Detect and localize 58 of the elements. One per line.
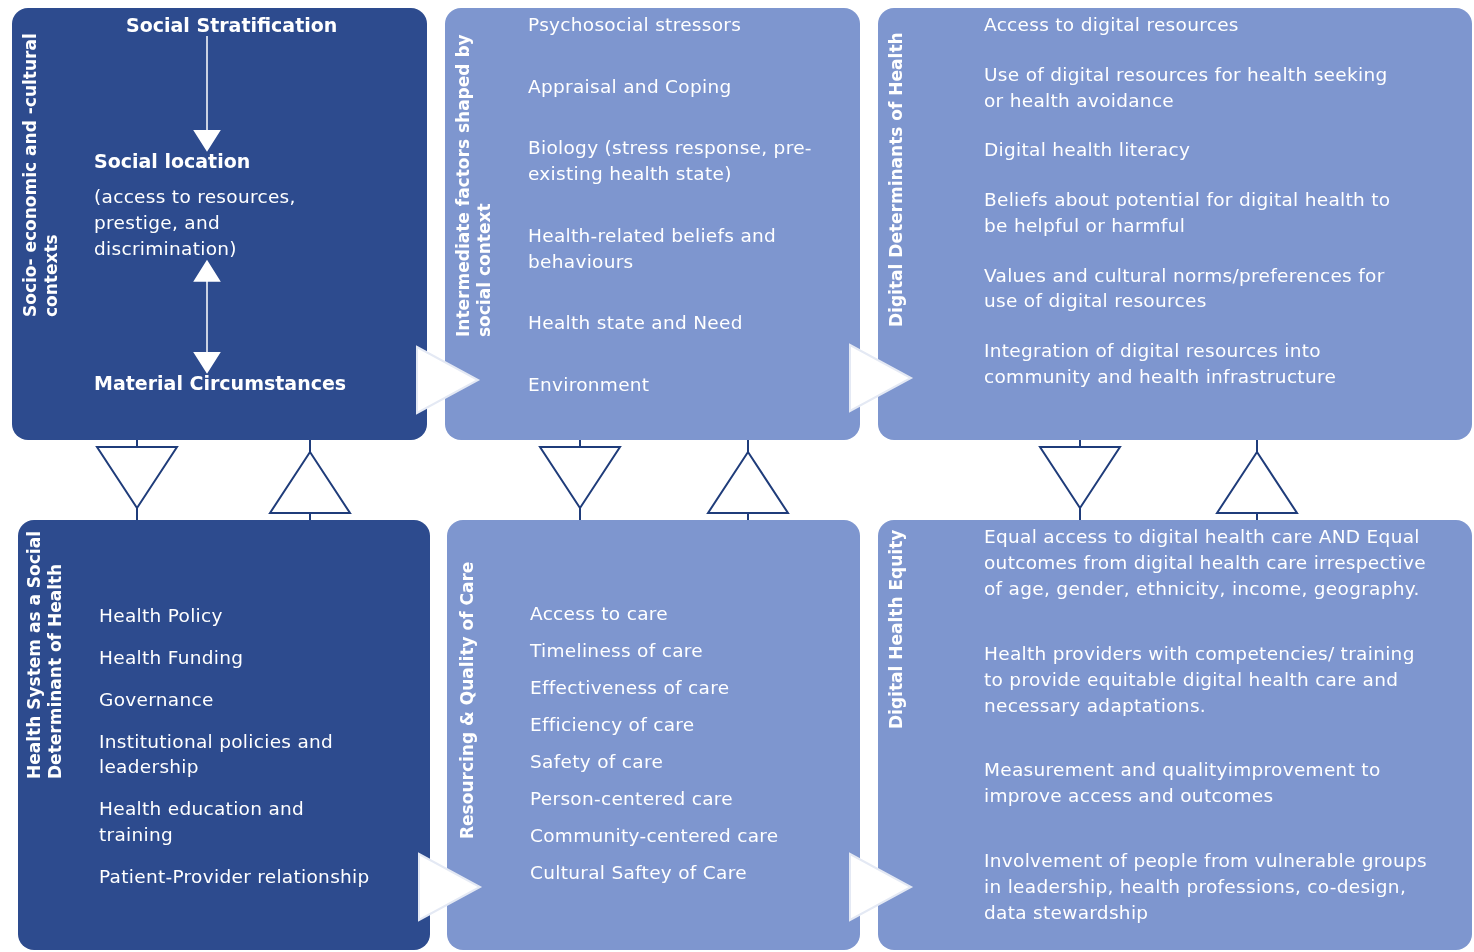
vertical-heading: Digital Determinants of Health xyxy=(886,31,907,327)
list-item: Health state and Need xyxy=(528,311,744,336)
list-item: Patient-Provider relationship xyxy=(99,865,371,890)
arrow xyxy=(849,344,912,412)
heading-text: Material Circumstances xyxy=(94,372,347,394)
list-item: Beliefs about potential for digital health to be helpful or harmful xyxy=(984,188,1392,238)
arrow xyxy=(418,853,481,921)
list-item: Measurement and qualityimprovement to improve access and outcomes xyxy=(984,758,1382,809)
panel-card xyxy=(878,520,1472,950)
panel-card xyxy=(445,8,860,440)
heading-text: Social Stratification xyxy=(126,14,338,36)
list-item: Person-centered care xyxy=(530,787,735,812)
heading-text: Social location xyxy=(94,150,252,172)
list-item: Health Funding xyxy=(99,645,245,670)
list-item: Health-related beliefs and behaviours xyxy=(528,223,778,274)
arrow xyxy=(849,853,912,921)
list-item: Integration of digital resources into community and health infrastructure xyxy=(984,339,1338,390)
list-item: Health providers with competencies/ training to provide equitable digital health care and necessary adaptations. xyxy=(984,641,1416,718)
vertical-heading: Resourcing & Quality of Care xyxy=(457,560,478,839)
list-item: Psychosocial stressors xyxy=(528,13,743,37)
vertical-heading: Health System as a Social Determinant of Health xyxy=(24,530,67,779)
list-item: Health education and training xyxy=(99,797,306,848)
list-item: Efficiency of care xyxy=(530,713,696,738)
list-item: Cultural Saftey of Care xyxy=(530,861,748,886)
list-item: Safety of care xyxy=(530,750,665,775)
arrow xyxy=(269,439,351,521)
vertical-heading: Socio- economic and -cultural contexts xyxy=(20,32,63,317)
arrow xyxy=(96,439,178,521)
vertical-heading: Intermediate factors shaped by social context xyxy=(453,33,496,337)
list-item: Access to care xyxy=(530,602,669,626)
list-item: Involvement of people from vulnerable groups in leadership, health professions, co-design, data stewardship xyxy=(984,849,1428,926)
list-item: Community-centered care xyxy=(530,824,780,849)
list-item: Timeliness of care xyxy=(530,639,705,663)
list-item: Governance xyxy=(99,687,215,712)
list-item: Health Policy xyxy=(99,604,224,628)
list-item: Biology (stress response, pre-existing health state) xyxy=(528,136,813,187)
list-item: Access to digital resources xyxy=(984,13,1240,37)
arrow xyxy=(194,260,220,373)
list-item: Use of digital resources for health seeking or health avoidance xyxy=(984,62,1389,113)
list-item: Effectiveness of care xyxy=(530,676,731,701)
panel-card xyxy=(12,8,427,440)
list-item: Appraisal and Coping xyxy=(528,74,733,99)
body-text: (access to resources, prestige, and discrimination) xyxy=(94,185,297,261)
arrow xyxy=(194,35,220,151)
list-item: Digital health literacy xyxy=(984,138,1192,163)
panel-card xyxy=(18,520,430,950)
list-item: Institutional policies and leadership xyxy=(99,729,335,780)
vertical-heading: Digital Health Equity xyxy=(886,528,907,729)
arrow xyxy=(539,439,621,521)
arrow xyxy=(416,346,479,414)
arrow xyxy=(707,439,789,521)
arrow xyxy=(1216,439,1298,521)
arrow xyxy=(1039,439,1121,521)
list-item: Equal access to digital health care AND Equal outcomes from digital health care irrespective of age, gender, ethnicity, income, geography. xyxy=(984,525,1427,601)
list-item: Environment xyxy=(528,373,651,398)
panel-card xyxy=(878,8,1472,440)
list-item: Values and cultural norms/preferences for use of digital resources xyxy=(984,263,1386,314)
panel-card xyxy=(447,520,860,950)
